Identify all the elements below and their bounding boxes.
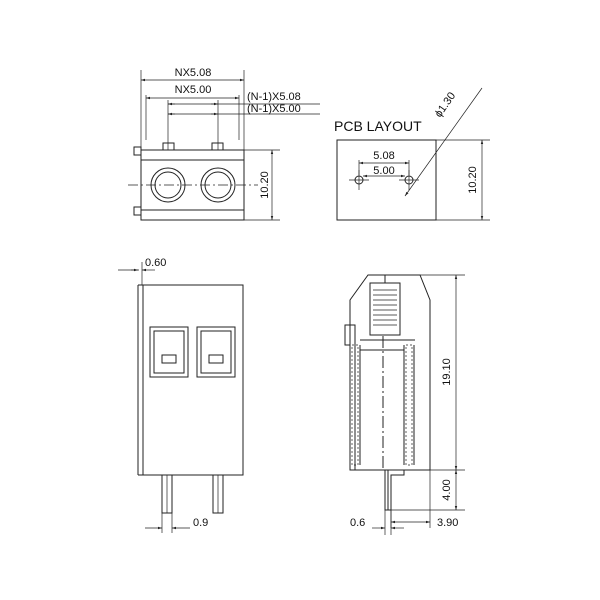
dim-side-1910: 19.10 (441, 358, 453, 386)
dim-front-09: 0.9 (193, 517, 208, 529)
pcb-dim-500: 5.00 (373, 165, 394, 177)
pcb-hole-diameter: ϕ1.30 (433, 90, 459, 119)
dim-n1x508: (N-1)X5.08 (247, 91, 301, 103)
pcb-title: PCB LAYOUT (334, 118, 422, 134)
pcb-layout: PCB LAYOUT 5.08 5.00 ϕ1.30 10.20 (334, 87, 490, 221)
side-view: 19.10 4.00 3.90 0.6 (344, 274, 465, 535)
dim-n1x500: (N-1)X5.00 (247, 103, 301, 115)
dim-nx500: NX5.00 (175, 84, 212, 96)
pcb-dim-508: 5.08 (373, 150, 394, 162)
pcb-dim-height: 10.20 (467, 166, 479, 194)
dim-top-height: 10.20 (259, 171, 271, 199)
dim-side-390: 3.90 (437, 517, 458, 529)
dim-front-060: 0.60 (145, 257, 166, 269)
front-view: 0.60 0.9 (118, 257, 244, 533)
dim-side-400: 4.00 (441, 479, 453, 500)
dim-side-06: 0.6 (350, 517, 365, 529)
dim-nx508: NX5.08 (175, 67, 212, 79)
top-view: NX5.08 NX5.00 (N-1)X5.08 (N-1)X5.00 (128, 67, 320, 221)
